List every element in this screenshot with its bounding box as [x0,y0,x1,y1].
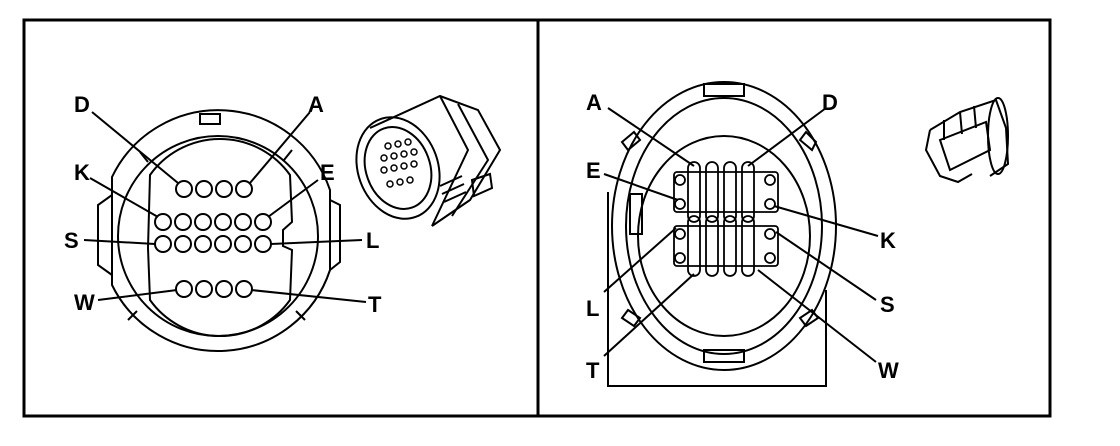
right-panel [603,81,1010,387]
right-label-t: T [586,358,600,383]
left-pin-cavities [154,180,272,298]
right-pin-blocks [673,161,779,277]
left-label-k: K [74,160,90,185]
left-label-l: L [366,228,379,253]
left-label-a: A [308,92,324,117]
left-pin-labels: D A K E S L W T [64,92,382,317]
left-label-s: S [64,228,79,253]
left-leader-lines [83,111,367,303]
left-label-e: E [320,160,335,185]
left-label-d: D [74,92,90,117]
right-pin-labels: A D E K L S T W [586,90,899,383]
right-label-l: L [586,296,599,321]
left-connector-iso-view [355,94,502,227]
right-connector-iso-view [924,97,1010,184]
right-leader-lines [603,107,879,363]
right-mounting-bracket [607,192,827,387]
right-label-s: S [880,292,895,317]
left-label-t: T [368,292,382,317]
right-label-e: E [586,158,601,183]
right-label-w: W [878,358,899,383]
right-label-d: D [822,90,838,115]
left-panel [83,94,502,352]
left-label-w: W [74,290,95,315]
left-connector-face [97,109,341,352]
right-label-k: K [880,228,896,253]
right-label-a: A [586,90,602,115]
right-connector-face [611,81,837,371]
